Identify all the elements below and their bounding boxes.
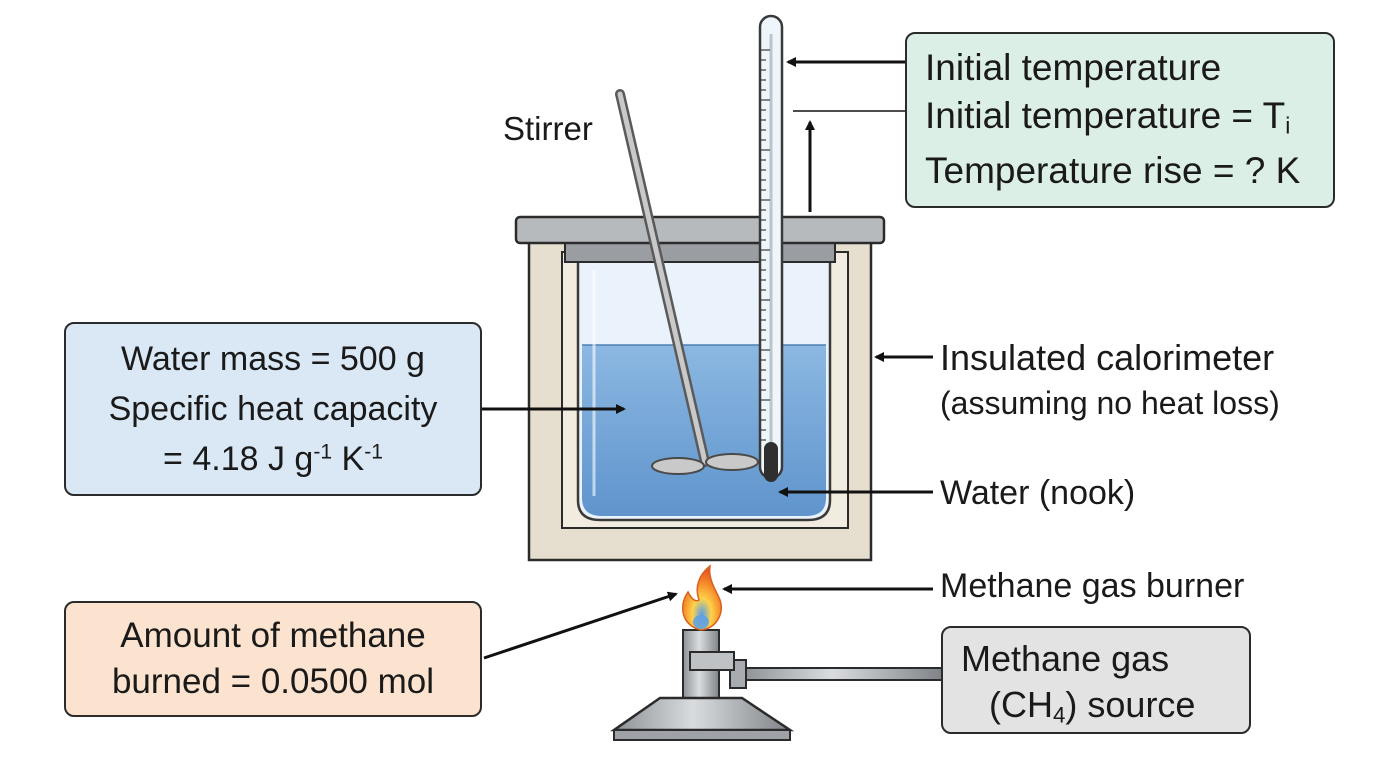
burner-label: Methane gas burner (940, 567, 1245, 605)
stirrer-paddle-right (705, 453, 759, 471)
specific-heat-value: = 4.18 J g-1 K-1 (163, 440, 383, 478)
methane-source-formula: (CH4) source (989, 684, 1196, 728)
burner-base (610, 696, 795, 732)
specific-heat-title: Specific heat capacity (108, 390, 438, 428)
thermometer-bulb (764, 442, 778, 482)
water-label: Water (nook) (940, 474, 1136, 512)
methane-amount-title: Amount of methane (120, 616, 426, 655)
no-heat-loss-note: (assuming no heat loss) (940, 385, 1280, 421)
initial-temperature-value: Initial temperature = Ti (925, 95, 1291, 139)
methane-source-box: Methane gas (CH4) source (941, 626, 1251, 734)
methane-source-title: Methane gas (961, 638, 1170, 679)
initial-temperature-title: Initial temperature (925, 47, 1222, 88)
water-info-box: Water mass = 500 g Specific heat capacit… (64, 322, 482, 496)
temperature-info-box: Initial temperature Initial temperature … (905, 32, 1335, 208)
methane-amount-box: Amount of methane burned = 0.0500 mol (64, 601, 482, 717)
flame-icon (681, 564, 722, 631)
methane-amount-value: burned = 0.0500 mol (111, 662, 435, 701)
gas-pipe (741, 667, 943, 681)
temperature-rise: Temperature rise = ? K (925, 150, 1301, 191)
water-mass: Water mass = 500 g (121, 340, 425, 378)
stirrer-paddle-left (651, 457, 705, 475)
stirrer-label: Stirrer (503, 110, 593, 147)
calorimeter-lid (514, 215, 886, 245)
thermometer-scale (760, 49, 770, 441)
insulated-calorimeter-label: Insulated calorimeter (940, 337, 1275, 378)
burner-collar (689, 651, 735, 671)
water (582, 345, 826, 516)
arrow-methane-amount (483, 591, 678, 660)
